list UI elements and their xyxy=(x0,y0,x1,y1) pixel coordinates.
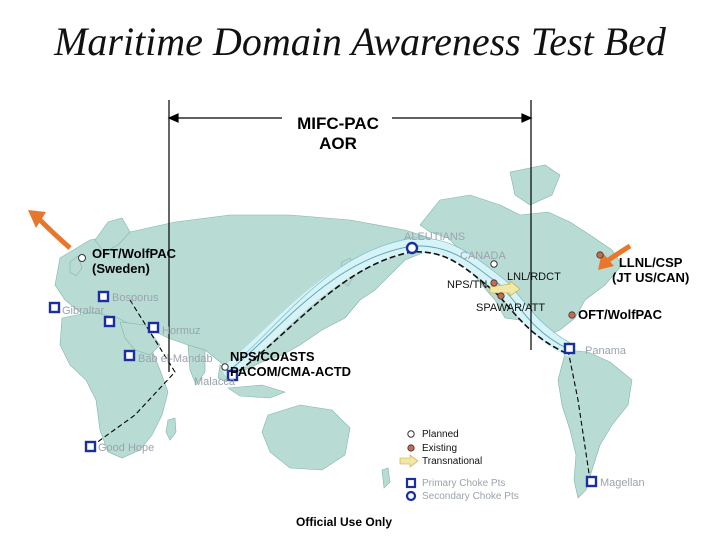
nps-coasts-line2: PACOM/CMA-ACTD xyxy=(230,364,352,379)
route-line-pacific xyxy=(231,251,569,377)
aleutians-choke-point xyxy=(405,241,419,255)
llnl-csp-line1: LLNL/CSP xyxy=(618,255,683,270)
nps-coasts-line1: NPS/COASTS xyxy=(230,349,315,364)
spawar-label: SPAWAR/ATT xyxy=(476,302,546,314)
legend-secondary-label: Secondary Choke Pts xyxy=(422,491,519,502)
oft-sweden-line1: OFT/WolfPAC xyxy=(92,246,177,261)
legend-transnational-label: Transnational xyxy=(422,456,483,467)
magellan-label: Magellan xyxy=(600,477,645,489)
nps-coasts-label: NPS/COASTS PACOM/CMA-ACTD xyxy=(230,349,351,379)
americas-meridian xyxy=(567,349,591,481)
legend-primary-label: Primary Choke Pts xyxy=(422,478,506,489)
canada-label: CANADA xyxy=(460,250,506,262)
footer-classification: Official Use Only xyxy=(296,515,393,529)
bosporus-label: Bosporus xyxy=(112,292,159,304)
route-line-upper xyxy=(235,237,571,363)
panama-label: Panama xyxy=(585,345,626,357)
aor-label-line2: AOR xyxy=(319,134,357,153)
llnl-csp-label: LLNL/CSP (JT US/CAN) xyxy=(612,255,689,285)
atlantic-meridian xyxy=(91,299,176,447)
legend-planned-label: Planned xyxy=(422,429,459,440)
legend-existing-label: Existing xyxy=(422,443,458,454)
existing-sites xyxy=(490,251,604,319)
aleutians-label: ALEUTIANS xyxy=(404,231,466,243)
good-hope-label: Good Hope xyxy=(98,442,155,454)
oft-sweden-line2: (Sweden) xyxy=(92,261,150,276)
page-title: Maritime Domain Awareness Test Bed xyxy=(54,19,666,64)
legend-secondary-icon xyxy=(405,490,417,502)
oft-sweden-label: OFT/WolfPAC (Sweden) xyxy=(92,246,176,276)
aor-bracket xyxy=(167,100,533,372)
route-line-outer xyxy=(229,245,569,371)
planned-sites xyxy=(78,254,498,371)
malacca-label: Malacca xyxy=(194,376,235,388)
legend-primary-icon xyxy=(405,477,417,489)
legend-existing-icon xyxy=(407,444,415,452)
legend-planned-icon xyxy=(407,430,415,438)
oft-wolfpac-label: OFT/WolfPAC xyxy=(578,307,663,322)
gibraltar-label: Gibraltar xyxy=(62,305,105,317)
arrow-head-left xyxy=(28,210,46,228)
aor-label-line1: MIFC-PAC xyxy=(297,114,379,133)
aor-label: MIFC-PAC AOR xyxy=(288,114,388,154)
primary-choke-points xyxy=(48,290,598,488)
hormuz-label: Hormuz xyxy=(162,325,201,337)
land-masses xyxy=(54,164,633,499)
lnl-rdct-label: LNL/RDCT xyxy=(507,271,561,283)
bab-el-mandab-label: Bab el-Mandab xyxy=(138,353,213,365)
legend-transnational-icon xyxy=(399,454,419,468)
nps-tn-label: NPS/TN xyxy=(447,279,488,291)
transnational-arrow-map xyxy=(489,280,521,297)
llnl-csp-line2: (JT US/CAN) xyxy=(612,270,690,285)
